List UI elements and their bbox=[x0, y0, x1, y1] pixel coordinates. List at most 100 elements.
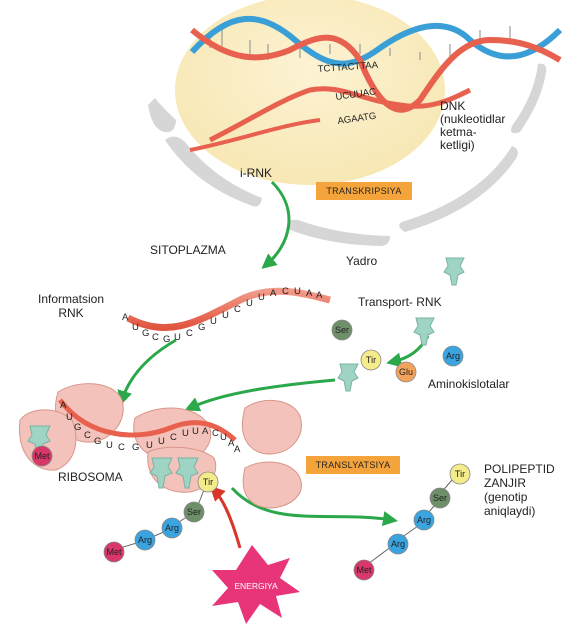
polypeptide-line3: (genotip bbox=[484, 490, 528, 504]
arrow-nucleus-to-cytoplasm bbox=[261, 180, 291, 269]
glu-amino-acid bbox=[395, 361, 417, 383]
polypeptide-line1: POLIPEPTID bbox=[484, 462, 555, 476]
ser-amino-acid bbox=[331, 319, 353, 341]
nuclear-membrane-segment bbox=[288, 219, 390, 246]
nucleotide-letter: U bbox=[158, 436, 165, 447]
nucleotide-letter: G bbox=[163, 334, 170, 345]
ser-amino-acid-label: Ser bbox=[187, 507, 201, 517]
dna-label-block: DNK (nukleotidlar ketma- ketligi) bbox=[440, 100, 505, 152]
energy-label: ENERGIYA bbox=[234, 581, 278, 591]
tir-amino-acid bbox=[360, 349, 382, 371]
ribosome-empty bbox=[241, 399, 302, 455]
dna-lower-sequence-2: AGAATG bbox=[337, 111, 377, 127]
nucleotide-letter: C bbox=[212, 428, 219, 439]
ser-amino-acid bbox=[429, 487, 451, 509]
nucleotide-letter: U bbox=[210, 316, 217, 327]
dna-unwound-strand bbox=[208, 86, 472, 143]
info-rna-line1: Informatsion bbox=[38, 292, 105, 306]
tir-amino-acid-label: Tir bbox=[203, 477, 213, 487]
nucleotide-letter: U bbox=[294, 286, 301, 297]
nucleotide-letter: U bbox=[222, 310, 229, 321]
met-amino-acid bbox=[353, 559, 375, 581]
info-rna-line2: RNK bbox=[58, 306, 84, 320]
trna-icon bbox=[413, 317, 435, 346]
nucleotide-letter: A bbox=[60, 400, 67, 411]
dna-note-2: ketma- bbox=[440, 125, 477, 139]
transcription-box: TRANSKRIPSIYA bbox=[316, 182, 412, 200]
nucleotide-letter: A bbox=[270, 288, 277, 299]
met-amino-acid-label: Met bbox=[356, 565, 372, 575]
ribosomes bbox=[18, 383, 302, 509]
met-amino-acid bbox=[103, 541, 125, 563]
nucleotide-letter: U bbox=[106, 440, 113, 451]
nuclear-membrane-segment bbox=[511, 63, 547, 134]
ribosome-mrna-strand bbox=[58, 398, 237, 442]
arg-amino-acid bbox=[161, 517, 183, 539]
nucleotide-letter: G bbox=[94, 436, 101, 447]
glu-amino-acid-label: Glu bbox=[399, 367, 413, 377]
nucleotide-letter: C bbox=[84, 430, 91, 441]
rna-strand bbox=[189, 118, 321, 152]
arrow-ribosome-to-chain bbox=[230, 486, 398, 526]
ribosome-empty-lower bbox=[242, 461, 302, 509]
nucleotide-letter: A bbox=[234, 444, 241, 455]
dna-note-3: ketligi) bbox=[440, 138, 475, 152]
dna-top-sequence: TCTTACTTAA bbox=[317, 60, 379, 75]
ribosome-label: RIBOSOMA bbox=[58, 470, 123, 484]
nucleotide-letter: A bbox=[316, 290, 323, 301]
energy-arrow bbox=[209, 485, 242, 549]
nucleotide-letter: U bbox=[192, 426, 199, 437]
met-amino-acid bbox=[31, 445, 53, 467]
trna-icon bbox=[337, 363, 359, 392]
tir-amino-acid bbox=[449, 463, 471, 485]
nucleotide-letter: U bbox=[66, 412, 73, 423]
arg-amino-acid bbox=[387, 533, 409, 555]
nuclear-membrane-segment bbox=[399, 146, 518, 232]
energy-burst: ENERGIYA bbox=[209, 485, 300, 624]
nucleotide-letter: G bbox=[74, 422, 81, 433]
info-rna-label: Informatsion RNK bbox=[38, 292, 104, 320]
tir-amino-acid bbox=[197, 471, 219, 493]
trna-icon bbox=[149, 457, 173, 489]
tir-amino-acid-label: Tir bbox=[366, 355, 376, 365]
polypeptide-label-block: POLIPEPTID ZANJIR (genotip aniqlaydi) bbox=[484, 462, 555, 518]
dna-note-1: (nukleotidlar bbox=[440, 112, 506, 126]
dna-label: DNK bbox=[440, 99, 466, 113]
nuclear-membrane-segment bbox=[148, 98, 176, 133]
nucleotide-letter: A bbox=[202, 426, 209, 437]
nucleotide-letter: U bbox=[174, 332, 181, 343]
ribosome-trnas bbox=[27, 425, 199, 489]
nuclear-membrane-segment bbox=[165, 136, 262, 207]
amino-acids-label: Aminokislotalar bbox=[428, 377, 510, 391]
nucleotide-letter: U bbox=[220, 432, 227, 443]
nucleotide-letter: C bbox=[170, 432, 177, 443]
cytoplasm-label: SITOPLAZMA bbox=[150, 243, 226, 257]
arg-amino-acid-label: Arg bbox=[165, 523, 179, 533]
arg-amino-acid bbox=[134, 529, 156, 551]
arrow-trna-to-ribosome bbox=[184, 378, 336, 412]
dna-helix: TCTTACTTAA UCUUAC AGAATG bbox=[189, 15, 563, 152]
tir-amino-acid-label: Tir bbox=[455, 469, 465, 479]
met-amino-acid-label: Met bbox=[34, 451, 50, 461]
amino-acid-layer: SerTirGluArgMetMetArgArgSerTirMetArgArgS… bbox=[31, 319, 471, 581]
energy-star bbox=[212, 545, 300, 624]
dna-strand-blue bbox=[189, 15, 563, 67]
arg-amino-acid bbox=[442, 345, 464, 367]
trna-shapes bbox=[337, 257, 465, 392]
arg-amino-acid-label: Arg bbox=[138, 535, 152, 545]
nucleotide-letter: G bbox=[198, 322, 205, 333]
arg-amino-acid-label: Arg bbox=[446, 351, 460, 361]
nucleotide-letter: U bbox=[246, 298, 253, 309]
nucleotide-letter: U bbox=[182, 428, 189, 439]
arg-amino-acid-label: Arg bbox=[417, 515, 431, 525]
ser-amino-acid-label: Ser bbox=[335, 325, 349, 335]
nucleotide-letter: C bbox=[118, 442, 125, 453]
nucleotide-letter: C bbox=[282, 286, 289, 297]
irna-label: i-RNK bbox=[240, 166, 272, 180]
nucleotide-letter: G bbox=[142, 328, 149, 339]
polypeptide-line4: aniqlaydi) bbox=[484, 504, 536, 518]
ser-amino-acid bbox=[183, 501, 205, 523]
